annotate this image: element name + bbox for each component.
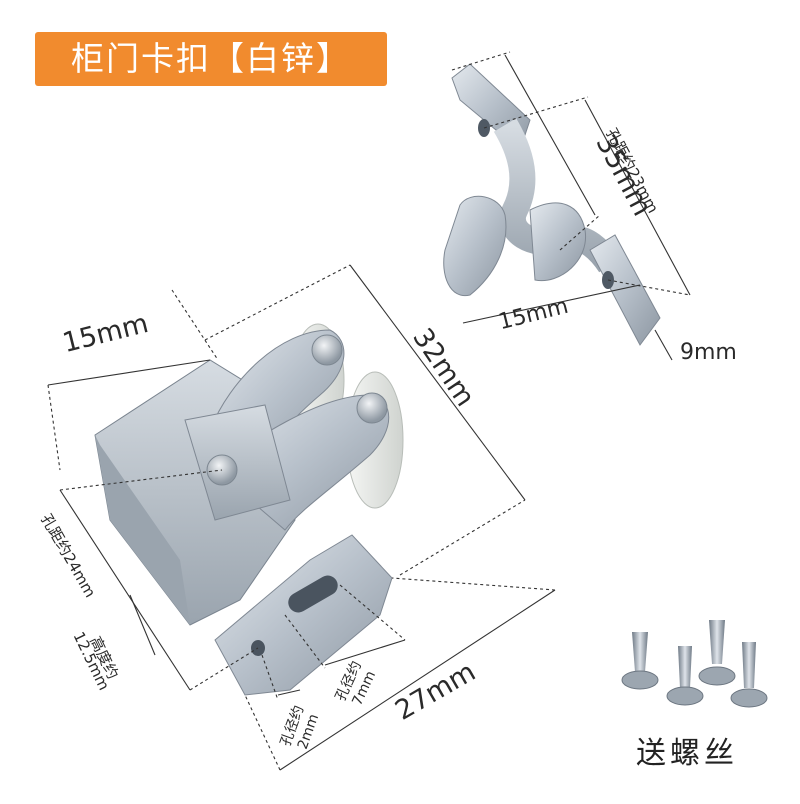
screws-caption: 送螺丝 — [636, 736, 738, 771]
screws — [621, 620, 768, 708]
slot-hole — [288, 575, 338, 613]
rivet-mid — [356, 392, 388, 424]
screw-4 — [730, 642, 768, 708]
catch-body — [94, 323, 404, 696]
title-banner — [35, 32, 387, 86]
dim-strike-thickness: 9mm — [680, 340, 737, 365]
rivet-top — [311, 334, 343, 366]
product-title: 柜门卡扣【白锌】 — [71, 39, 351, 78]
screw-2 — [666, 646, 704, 706]
screw-3 — [698, 620, 736, 686]
dimension-lines — [47, 51, 691, 771]
screw-1 — [621, 632, 659, 690]
strike-plate — [443, 63, 661, 346]
